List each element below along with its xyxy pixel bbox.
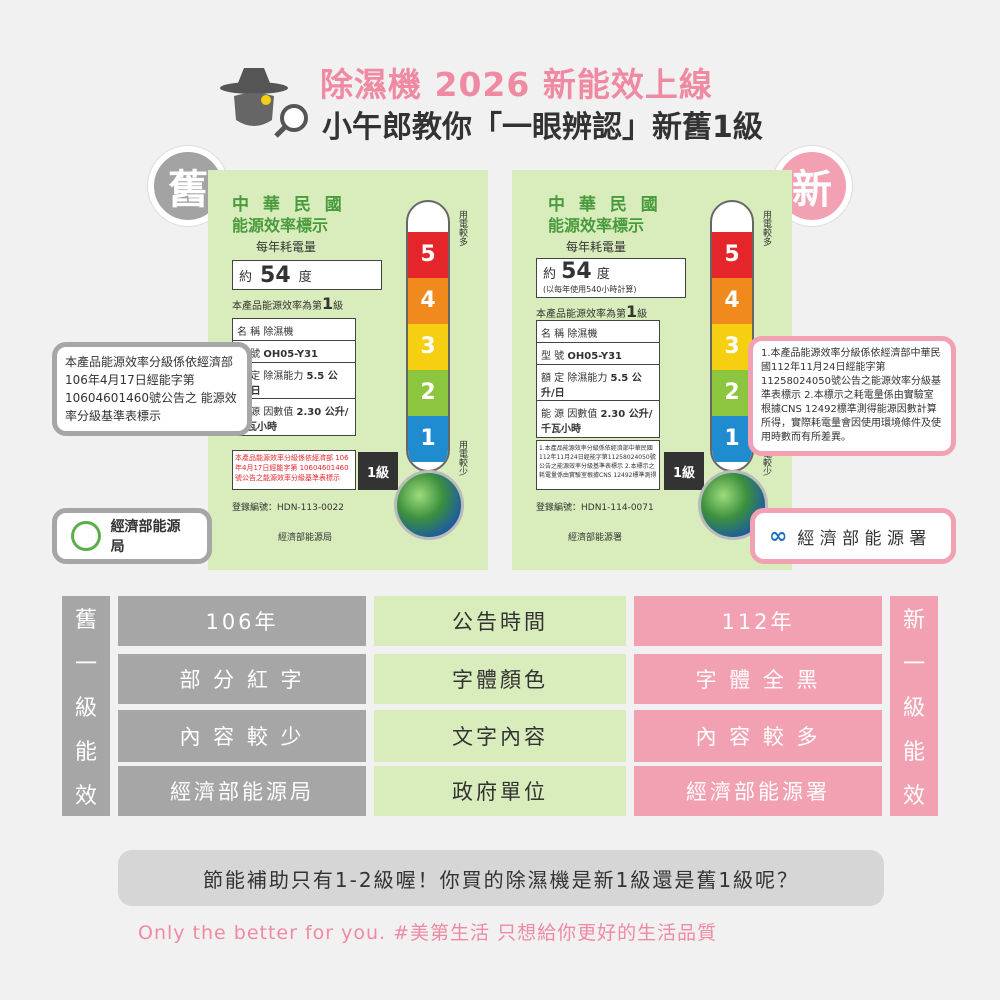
side-char: 級: [902, 696, 925, 721]
new-cell: 字 體 全 黑: [634, 654, 882, 704]
registration-number: 登錄編號：HDN1-114-0071: [536, 503, 654, 513]
footer-tagline: Only the better for you. #美第生活 只想給你更好的生活…: [138, 922, 718, 944]
level-2: 2: [408, 370, 448, 416]
grade-arrow: 1級: [358, 452, 398, 490]
new-agency-name: 經 濟 部 能 源 署: [797, 528, 927, 549]
globe-icon: [394, 470, 464, 540]
criteria-cell: 公告時間: [374, 596, 626, 646]
grade-arrow: 1級: [664, 452, 704, 490]
new-cell: 112年: [634, 596, 882, 646]
criteria-cell: 政府單位: [374, 766, 626, 816]
old-badge: 舊: [148, 146, 228, 226]
grade-text: 本產品能源效率為第1級: [232, 294, 344, 313]
new-side-column: 新 一 級 能 效: [890, 596, 938, 816]
spec-row: 能 源 因數值 2.30 公升/千瓦小時: [541, 409, 653, 435]
old-cell: 內 容 較 少: [118, 710, 366, 762]
side-char: 一: [74, 652, 97, 677]
spec-row: 型 號 OH05-Y31: [537, 343, 659, 365]
old-cell: 106年: [118, 596, 366, 646]
kwh-value: 54: [260, 262, 291, 288]
side-char: 級: [74, 696, 97, 721]
efficiency-thermometer: 5 4 3 2 1: [406, 200, 450, 472]
energy-bureau-logo-icon: [71, 521, 101, 551]
level-3: 3: [408, 324, 448, 370]
level-2: 2: [712, 370, 752, 416]
level-4: 4: [408, 278, 448, 324]
efficiency-thermometer: 5 4 3 2 1: [710, 200, 754, 472]
detective-icon: [214, 60, 314, 140]
criteria-cell: 文字內容: [374, 710, 626, 762]
criteria-cell: 字體顏色: [374, 654, 626, 704]
energy-admin-logo-icon: ∞: [769, 523, 788, 549]
old-agency-box: 經濟部能源局: [52, 508, 212, 564]
grade-text: 本產品能源效率為第1級: [536, 302, 648, 321]
approx-text: 約: [239, 269, 253, 285]
side-char: 能: [902, 740, 925, 765]
annual-consumption-label: 每年耗電量: [566, 240, 627, 254]
bottom-question-banner: 節能補助只有1-2級喔！你買的除濕機是新1級還是舊1級呢？: [118, 850, 884, 906]
label-header: 中 華 民 國: [548, 195, 662, 215]
page-title: 除濕機 2026 新能效上線: [320, 65, 713, 104]
kwh-sub: (以每年使用540小時計算): [543, 285, 637, 294]
level-1: 1: [712, 416, 752, 462]
kwh-unit: 度: [298, 269, 312, 285]
scale-bottom-label: 用電較少: [761, 440, 771, 476]
side-char: 一: [902, 652, 925, 677]
old-cell: 部 分 紅 字: [118, 654, 366, 704]
level-5: 5: [712, 232, 752, 278]
spec-table: 名 稱 除濕機 型 號 OH05-Y31 額 定 除濕能力 5.5 公升/日 能…: [536, 320, 660, 438]
new-cell: 經濟部能源署: [634, 766, 882, 816]
registration-number: 登錄編號：HDN-113-0022: [232, 503, 345, 513]
spec-row: 額 定 除濕能力 5.5 公升/日: [537, 365, 659, 401]
level-3: 3: [712, 324, 752, 370]
agency-small: 經濟部能源局: [278, 533, 333, 543]
approx-text: 約: [543, 267, 557, 282]
scale-top-label: 用電較多: [761, 210, 771, 246]
old-cell: 經濟部能源局: [118, 766, 366, 816]
spec-row: 名 稱 除濕機: [537, 321, 659, 343]
side-char: 舊: [74, 608, 97, 633]
new-callout: 1.本產品能源效率分級係依經濟部中華民國112年11月24日經能字第112580…: [748, 336, 956, 456]
new-cell: 內 容 較 多: [634, 710, 882, 762]
new-energy-label: 中 華 民 國 能源效率標示 每年耗電量 約 54 度 (以每年使用540小時計…: [512, 170, 792, 570]
side-char: 效: [902, 784, 925, 809]
new-agency-box: ∞ 經 濟 部 能 源 署: [750, 508, 956, 564]
level-5: 5: [408, 232, 448, 278]
label-subheader: 能源效率標示: [232, 216, 329, 235]
level-1: 1: [408, 416, 448, 462]
side-char: 效: [74, 784, 97, 809]
scale-top-label: 用電較多: [457, 210, 467, 246]
page-subtitle: 小午郎教你「一眼辨認」新舊1級: [322, 110, 763, 145]
agency-small: 經濟部能源署: [568, 533, 623, 543]
label-note: 1.本產品能源效率分級係依經濟部中華民國112年11月24日經能字第112580…: [536, 440, 660, 490]
spec-row: 能 源 因數值 2.30 公升/千瓦小時: [237, 407, 349, 433]
globe-icon: [698, 470, 768, 540]
kwh-unit: 度: [596, 267, 610, 282]
old-agency-name: 經濟部能源局: [110, 519, 181, 555]
label-subheader: 能源效率標示: [548, 216, 645, 235]
old-energy-label: 中 華 民 國 能源效率標示 每年耗電量 約 54 度 本產品能源效率為第1級 …: [208, 170, 488, 570]
side-char: 能: [74, 740, 97, 765]
old-callout: 本產品能源效率分級係依經濟部 106年4月17日經能字第 10604601460…: [52, 342, 252, 436]
scale-bottom-label: 用電較少: [457, 440, 467, 476]
label-header: 中 華 民 國: [232, 195, 346, 215]
kwh-box: 約 54 度 (以每年使用540小時計算): [536, 258, 686, 298]
kwh-box: 約 54 度: [232, 260, 382, 290]
side-char: 新: [902, 608, 925, 633]
spec-row: 名 稱 除濕機: [233, 319, 355, 341]
level-4: 4: [712, 278, 752, 324]
annual-consumption-label: 每年耗電量: [256, 240, 317, 254]
label-note: 本產品能源效率分級係依經濟部 106年4月17日經能字第 10604601460…: [232, 450, 356, 490]
old-side-column: 舊 一 級 能 效: [62, 596, 110, 816]
kwh-value: 54: [561, 259, 592, 284]
